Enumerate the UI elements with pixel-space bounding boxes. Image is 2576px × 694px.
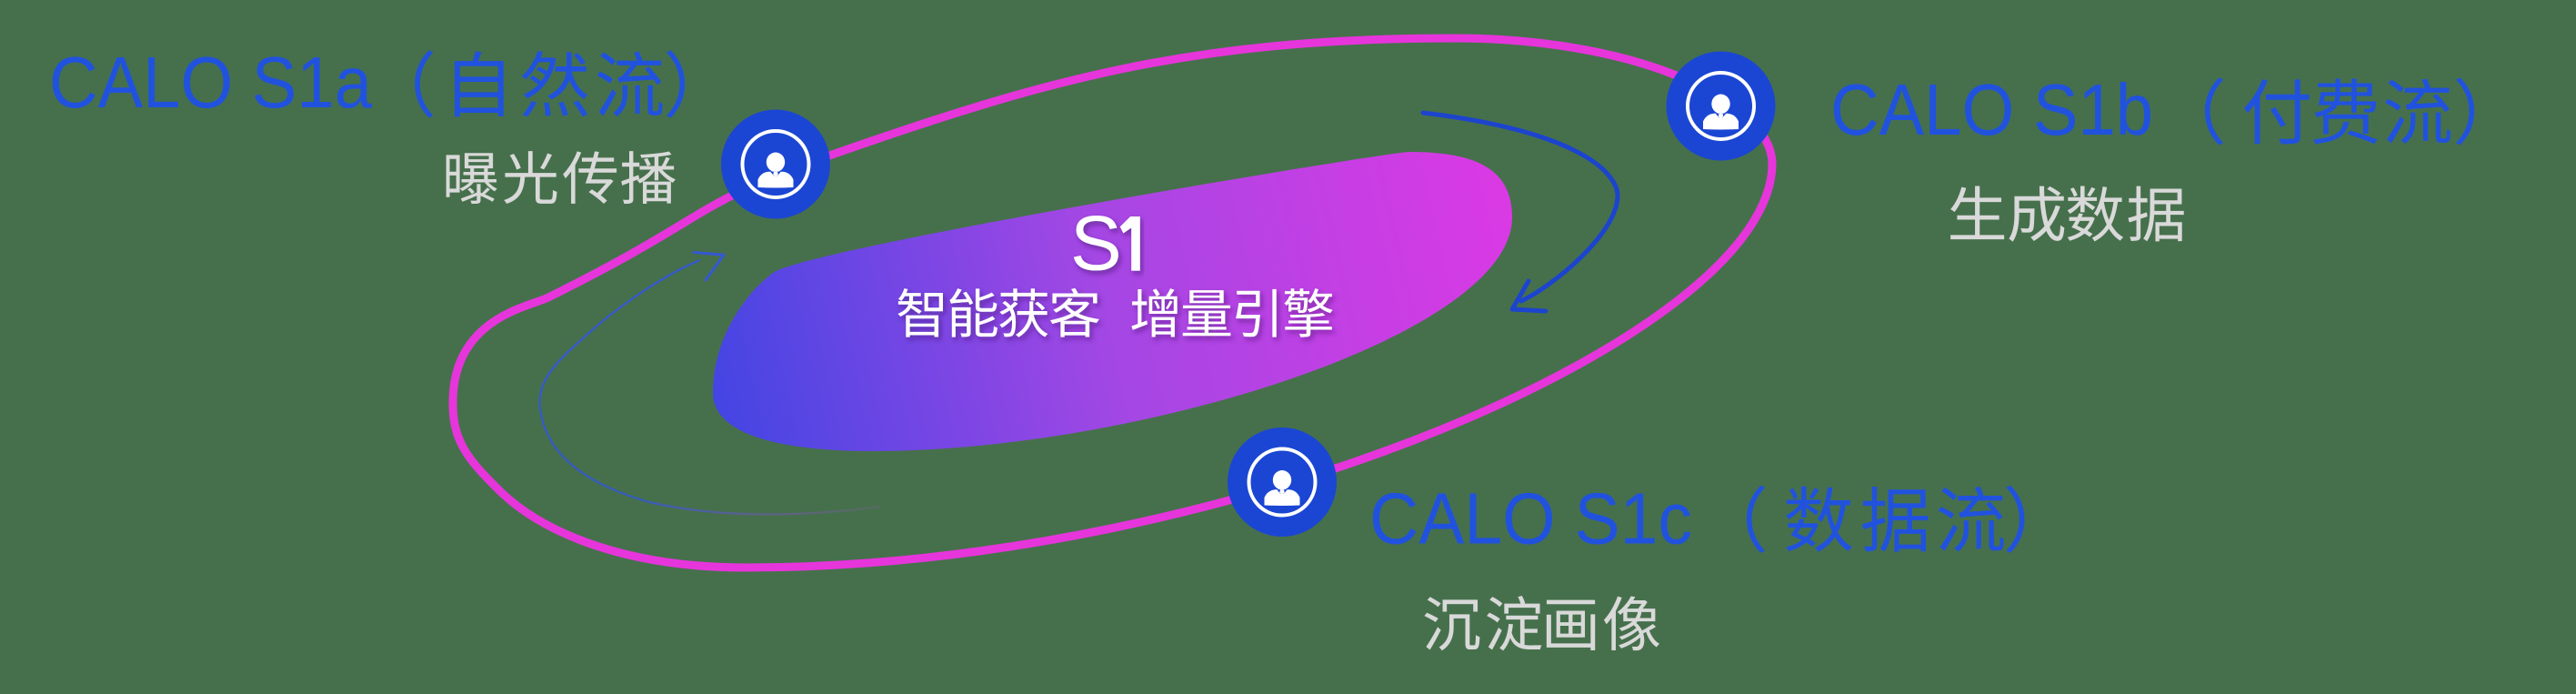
svg-text:CALO S1b: CALO S1b [1830, 69, 2153, 150]
svg-text:S: S [1070, 201, 1122, 287]
svg-text:CALO S1c: CALO S1c [1369, 478, 1692, 558]
svg-text:CALO S1a: CALO S1a [49, 42, 372, 123]
